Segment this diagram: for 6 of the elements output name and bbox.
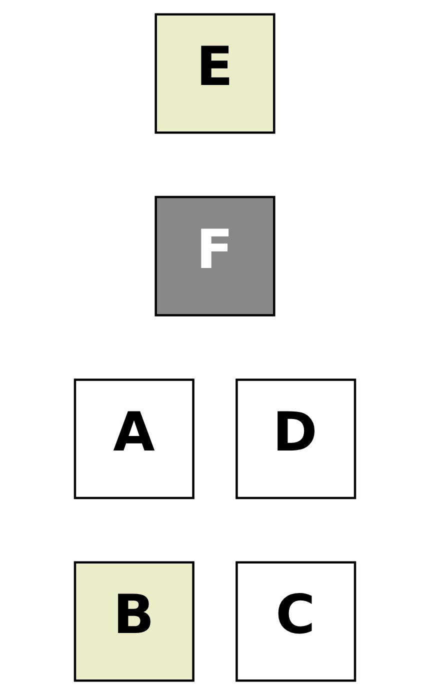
node-box: E xyxy=(154,13,275,134)
node-box: F xyxy=(154,196,275,316)
node-box: B xyxy=(73,561,194,682)
node-box: C xyxy=(235,561,356,682)
node-box: A xyxy=(73,378,194,500)
node-box: D xyxy=(235,378,356,500)
